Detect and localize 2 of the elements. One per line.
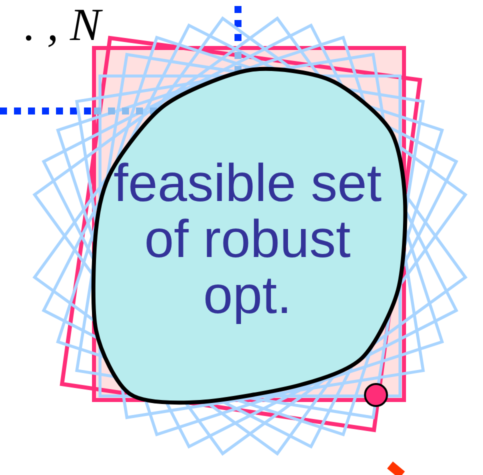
math-label: . , N [24, 0, 101, 50]
region-label: feasible set of robust opt. [112, 156, 383, 324]
